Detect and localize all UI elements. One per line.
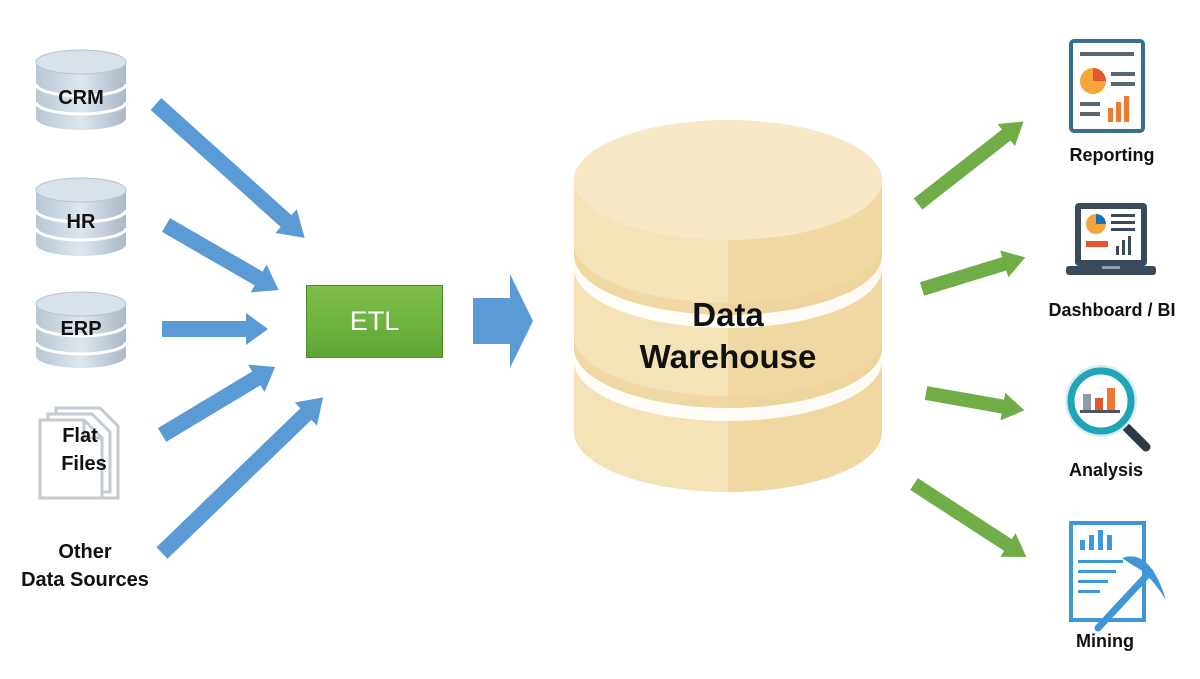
warehouse-label-line2: Warehouse — [639, 338, 817, 375]
output-label-reporting: Reporting — [1069, 145, 1155, 165]
pickaxe-document-icon — [1069, 521, 1166, 632]
laptop-dashboard-icon — [1066, 203, 1156, 275]
hr-to-etl-arrow — [162, 218, 279, 293]
files-to-etl-arrow — [157, 364, 276, 442]
erp-database-icon — [34, 291, 128, 368]
source-label-data-sources: Data Sources — [21, 569, 149, 591]
input-arrows — [150, 98, 533, 559]
warehouse-to-analysis-arrow — [924, 386, 1025, 421]
etl-box: ETL — [306, 285, 443, 358]
other-to-etl-arrow — [156, 397, 324, 559]
source-label-flat: Flat — [62, 425, 98, 447]
hr-database-icon — [34, 177, 128, 256]
source-label-erp: ERP — [60, 318, 102, 340]
crm-database-icon — [34, 49, 128, 130]
crm-to-etl-arrow — [150, 98, 305, 238]
warehouse-to-dashboard-arrow — [919, 250, 1026, 296]
output-arrows — [910, 121, 1027, 557]
source-label-files: Files — [61, 453, 107, 475]
erp-to-etl-arrow — [162, 313, 268, 345]
warehouse-to-mining-arrow — [910, 478, 1027, 557]
magnifier-chart-icon — [1065, 365, 1151, 452]
warehouse-label-line1: Data — [692, 296, 764, 333]
source-label-hr: HR — [66, 211, 96, 233]
output-label-dashboard: Dashboard / BI — [1048, 300, 1176, 320]
etl-label: ETL — [349, 306, 400, 336]
warehouse-database-icon — [574, 120, 882, 492]
files-icon — [38, 406, 120, 500]
source-label-crm: CRM — [58, 87, 104, 109]
source-label-other: Other — [58, 541, 112, 563]
etl-to-warehouse-arrow — [473, 274, 533, 368]
output-label-mining: Mining — [1076, 631, 1134, 651]
report-icon — [1069, 39, 1145, 133]
warehouse-to-reporting-arrow — [913, 121, 1024, 210]
output-label-analysis: Analysis — [1068, 460, 1144, 480]
